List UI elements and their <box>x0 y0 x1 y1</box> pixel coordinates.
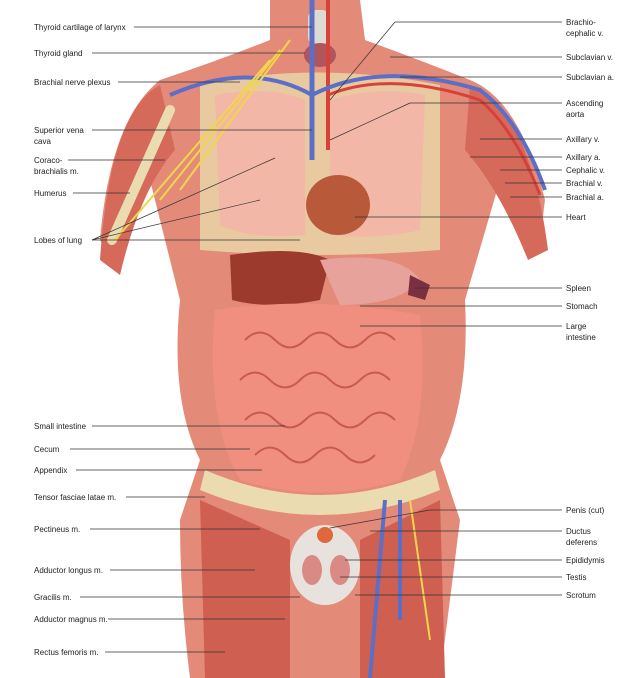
label-subclavian-a: Subclavian a. <box>566 73 615 82</box>
label-ductus-deferens: Ductus deferens <box>566 527 598 547</box>
left-thigh-muscles <box>200 500 290 678</box>
intestines <box>212 303 423 493</box>
label-scrotum: Scrotum <box>566 591 596 600</box>
label-spleen: Spleen <box>566 284 591 293</box>
label-small-intestine: Small intestine <box>34 422 87 431</box>
spleen <box>408 275 430 300</box>
label-adductor-magnus: Adductor magnus m. <box>34 615 108 624</box>
label-brachiocephalic-v: Brachio- cephalic v. <box>566 18 604 38</box>
label-brachial-plexus: Brachial nerve plexus <box>34 78 111 87</box>
penis-cut <box>317 527 333 543</box>
label-thyroid-gland: Thyroid gland <box>34 49 83 58</box>
label-axillary-a: Axillary a. <box>566 153 601 162</box>
right-arm <box>465 85 548 260</box>
scrotum <box>290 525 360 605</box>
label-thyroid-cartilage: Thyroid cartilage of larynx <box>34 23 126 32</box>
label-gracilis: Gracilis m. <box>34 593 72 602</box>
label-humerus: Humerus <box>34 189 67 198</box>
label-stomach: Stomach <box>566 302 598 311</box>
label-brachial-v: Brachial v. <box>566 179 603 188</box>
label-lobes-of-lung: Lobes of lung <box>34 236 83 245</box>
liver <box>230 251 330 305</box>
humerus <box>107 105 175 245</box>
heart <box>306 175 370 235</box>
intestine-coils <box>239 331 396 464</box>
label-penis-cut: Penis (cut) <box>566 506 605 515</box>
label-pectineus: Pectineus m. <box>34 525 81 534</box>
label-coracobrachialis: Coraco- brachialis m. <box>34 156 79 176</box>
label-testis: Testis <box>566 573 587 582</box>
label-epididymis: Epididymis <box>566 556 605 565</box>
label-cecum: Cecum <box>34 445 60 454</box>
label-appendix: Appendix <box>34 466 68 475</box>
testis-right <box>330 555 350 585</box>
femoral-nerve <box>409 499 431 641</box>
label-superior-vena-cava: Superior vena cava <box>34 126 84 146</box>
subclavian-artery <box>327 82 542 196</box>
pelvis <box>200 470 440 515</box>
stomach <box>320 257 420 305</box>
label-cephalic-v: Cephalic v. <box>566 166 605 175</box>
label-ascending-aorta: Ascending aorta <box>566 99 604 119</box>
label-brachial-a: Brachial a. <box>566 193 604 202</box>
label-heart: Heart <box>566 213 586 222</box>
subclavian-vein <box>311 74 547 191</box>
label-tensor-fasciae-latae: Tensor fasciae latae m. <box>34 493 117 502</box>
label-large-intestine: Large intestine <box>566 322 596 342</box>
label-rectus-femoris: Rectus femoris m. <box>34 648 99 657</box>
testis-left <box>302 555 322 585</box>
brachial-plexus <box>114 39 291 241</box>
label-adductor-longus: Adductor longus m. <box>34 566 103 575</box>
left-lung <box>215 91 305 237</box>
label-subclavian-v: Subclavian v. <box>566 53 613 62</box>
leader-lines <box>68 21 562 653</box>
label-axillary-v: Axillary v. <box>566 135 600 144</box>
thyroid-gland <box>304 43 336 67</box>
left-subclavian-vein <box>169 75 313 97</box>
